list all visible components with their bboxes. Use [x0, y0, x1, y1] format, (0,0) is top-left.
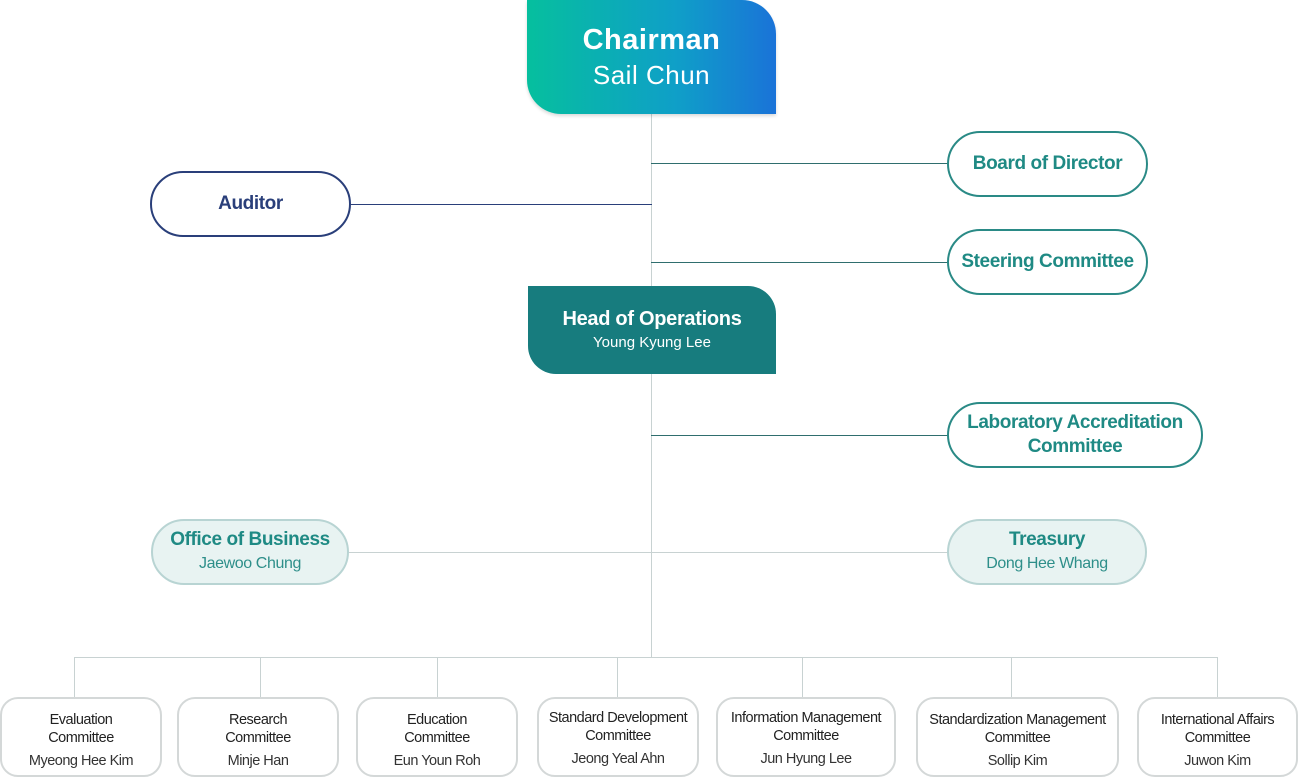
treasury-box[interactable]: Treasury Dong Hee Whang [947, 519, 1147, 585]
committee-name-line2: Committee [773, 728, 839, 744]
drop-line-4 [617, 657, 618, 697]
committee-person: Minje Han [227, 753, 289, 769]
committee-name-line1: International Affairs [1160, 712, 1275, 728]
lab-accreditation-box[interactable]: Laboratory Accreditation Committee [947, 402, 1203, 468]
drop-line-3 [437, 657, 438, 697]
committee-education[interactable]: Education Committee Eun Youn Roh [356, 697, 518, 777]
committee-research[interactable]: Research Committee Minje Han [177, 697, 339, 777]
lab-connector [651, 435, 948, 436]
committee-person: Jun Hyung Lee [760, 751, 852, 767]
chairman-box[interactable]: Chairman Sail Chun [527, 0, 776, 114]
committee-international-affairs[interactable]: International Affairs Committee Juwon Ki… [1137, 697, 1298, 777]
board-of-director-box[interactable]: Board of Director [947, 131, 1148, 197]
office-of-business-box[interactable]: Office of Business Jaewoo Chung [151, 519, 349, 585]
auditor-connector [351, 204, 652, 205]
committee-name-line1: Information Management [730, 710, 882, 726]
committee-bus-line [74, 657, 1218, 658]
lab-line2: Committee [1027, 436, 1123, 457]
committee-name-line1: Research [228, 712, 288, 728]
committee-name-line2: Committee [984, 730, 1051, 746]
committee-person: Sollip Kim [987, 753, 1048, 769]
board-label: Board of Director [972, 153, 1123, 174]
head-name: Young Kyung Lee [593, 334, 711, 351]
committee-name-line2: Committee [585, 728, 651, 744]
committee-person: Eun Youn Roh [393, 753, 481, 769]
committee-evaluation[interactable]: Evaluation Committee Myeong Hee Kim [0, 697, 162, 777]
committee-name-line1: Standard Development [548, 710, 688, 726]
head-of-operations-box[interactable]: Head of Operations Young Kyung Lee [528, 286, 776, 374]
chairman-title: Chairman [582, 24, 721, 56]
steering-connector [651, 262, 948, 263]
committee-name-line2: Committee [48, 730, 114, 746]
committee-name-line2: Committee [225, 730, 291, 746]
committee-name-line1: Standardization Management [929, 712, 1106, 728]
chairman-name: Sail Chun [592, 60, 711, 90]
committee-person: Juwon Kim [1184, 753, 1251, 769]
committee-standardization-management[interactable]: Standardization Management Committee Sol… [916, 697, 1119, 777]
committee-standard-development[interactable]: Standard Development Committee Jeong Yea… [537, 697, 699, 777]
office-name: Jaewoo Chung [199, 555, 301, 572]
drop-line-6 [1011, 657, 1012, 697]
steering-committee-box[interactable]: Steering Committee [947, 229, 1148, 295]
main-trunk-line [651, 114, 652, 657]
committee-name-line1: Education [407, 712, 468, 728]
treasury-title: Treasury [1008, 529, 1086, 550]
office-title: Office of Business [170, 529, 330, 550]
auditor-box[interactable]: Auditor [150, 171, 351, 237]
treasury-name: Dong Hee Whang [986, 555, 1108, 572]
drop-line-5 [802, 657, 803, 697]
office-treasury-connector [349, 552, 948, 553]
steering-label: Steering Committee [961, 251, 1134, 272]
lab-line1: Laboratory Accreditation [967, 412, 1183, 433]
drop-line-2 [260, 657, 261, 697]
committee-name-line1: Evaluation [49, 712, 113, 728]
committee-name-line2: Committee [404, 730, 470, 746]
committee-person: Jeong Yeal Ahn [571, 751, 666, 767]
committee-person: Myeong Hee Kim [28, 753, 134, 769]
auditor-label: Auditor [218, 193, 283, 214]
committee-information-management[interactable]: Information Management Committee Jun Hyu… [716, 697, 896, 777]
committee-name-line2: Committee [1184, 730, 1251, 746]
head-title: Head of Operations [562, 308, 742, 330]
drop-line-1 [74, 657, 75, 697]
drop-line-7 [1217, 657, 1218, 697]
board-connector [651, 163, 948, 164]
